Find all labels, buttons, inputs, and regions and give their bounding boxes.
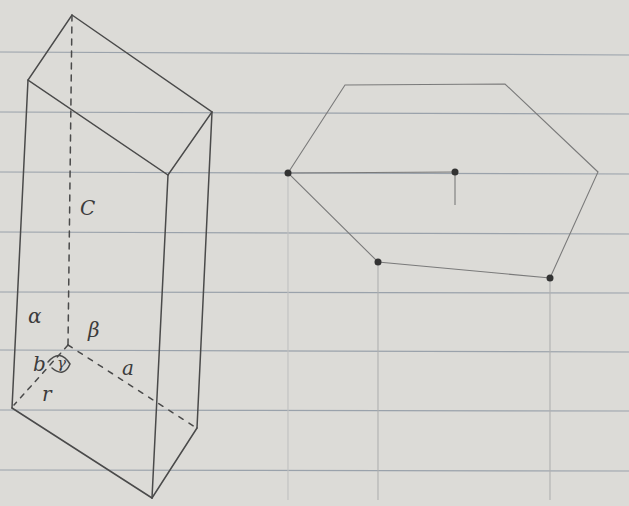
axis-label: γ xyxy=(57,356,66,371)
axis-label: b xyxy=(33,354,46,374)
axis-label: r xyxy=(42,384,52,404)
axis-label: β xyxy=(88,320,100,340)
axis-label: a xyxy=(122,358,134,378)
axis-label: α xyxy=(28,306,42,326)
axis-label: C xyxy=(80,198,95,218)
